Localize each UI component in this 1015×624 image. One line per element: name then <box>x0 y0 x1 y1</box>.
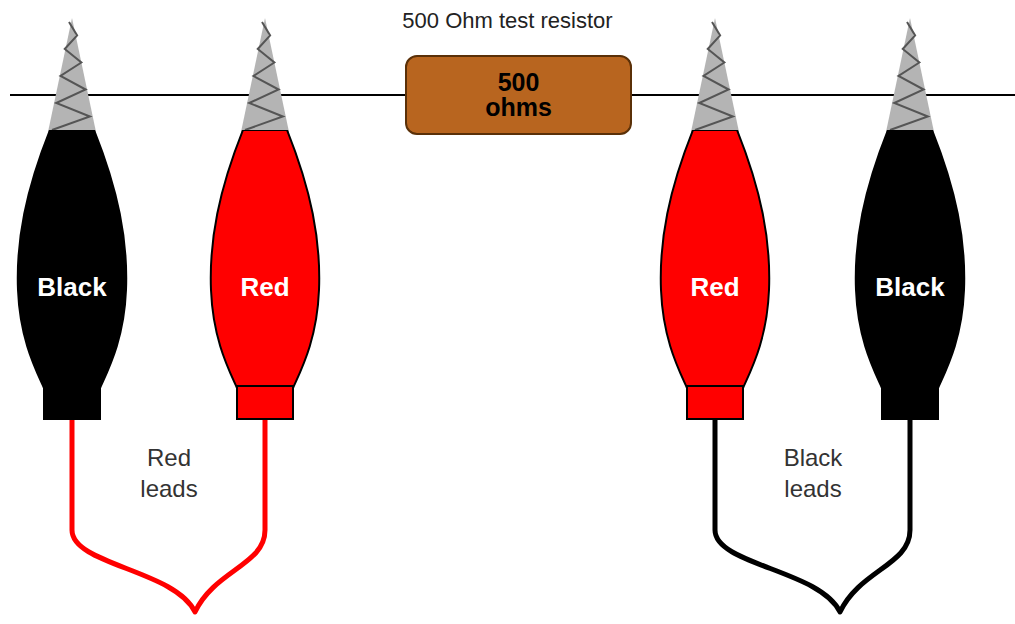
clip-jaw <box>691 18 739 132</box>
clip-jaw <box>48 18 96 132</box>
clip-neck <box>687 386 743 419</box>
lead-label: Black leads <box>771 440 855 506</box>
jaw-plate <box>241 18 289 132</box>
jaw-plate <box>48 18 96 132</box>
lead-label: Red leads <box>127 440 211 506</box>
clip-grip <box>18 130 126 388</box>
jaw-teeth <box>890 22 928 130</box>
resistor-symbol: 500 ohms <box>405 55 632 135</box>
alligator-clip: Red <box>659 130 771 420</box>
lead-wire <box>72 419 265 612</box>
clip-label: Black <box>854 272 966 303</box>
jaw-teeth <box>245 22 283 130</box>
jaw-teeth <box>695 22 733 130</box>
alligator-clip: Black <box>854 130 966 420</box>
clip-neck <box>237 386 293 419</box>
clip-label: Red <box>209 272 321 303</box>
alligator-clip: Black <box>16 130 128 420</box>
clip-jaw <box>241 18 289 132</box>
diagram-title: 500 Ohm test resistor <box>0 8 1015 34</box>
clip-grip <box>211 130 319 388</box>
jaw-teeth <box>52 22 90 130</box>
clip-label: Red <box>659 272 771 303</box>
clip-neck <box>44 386 100 419</box>
jaw-plate <box>886 18 934 132</box>
alligator-clip: Red <box>209 130 321 420</box>
clip-neck <box>882 386 938 419</box>
resistor-value: 500 ohms <box>479 70 559 120</box>
jaw-plate <box>691 18 739 132</box>
clip-jaw <box>886 18 934 132</box>
clip-label: Black <box>16 272 128 303</box>
clip-grip <box>661 130 769 388</box>
clip-grip <box>856 130 964 388</box>
lead-wire <box>715 419 910 612</box>
